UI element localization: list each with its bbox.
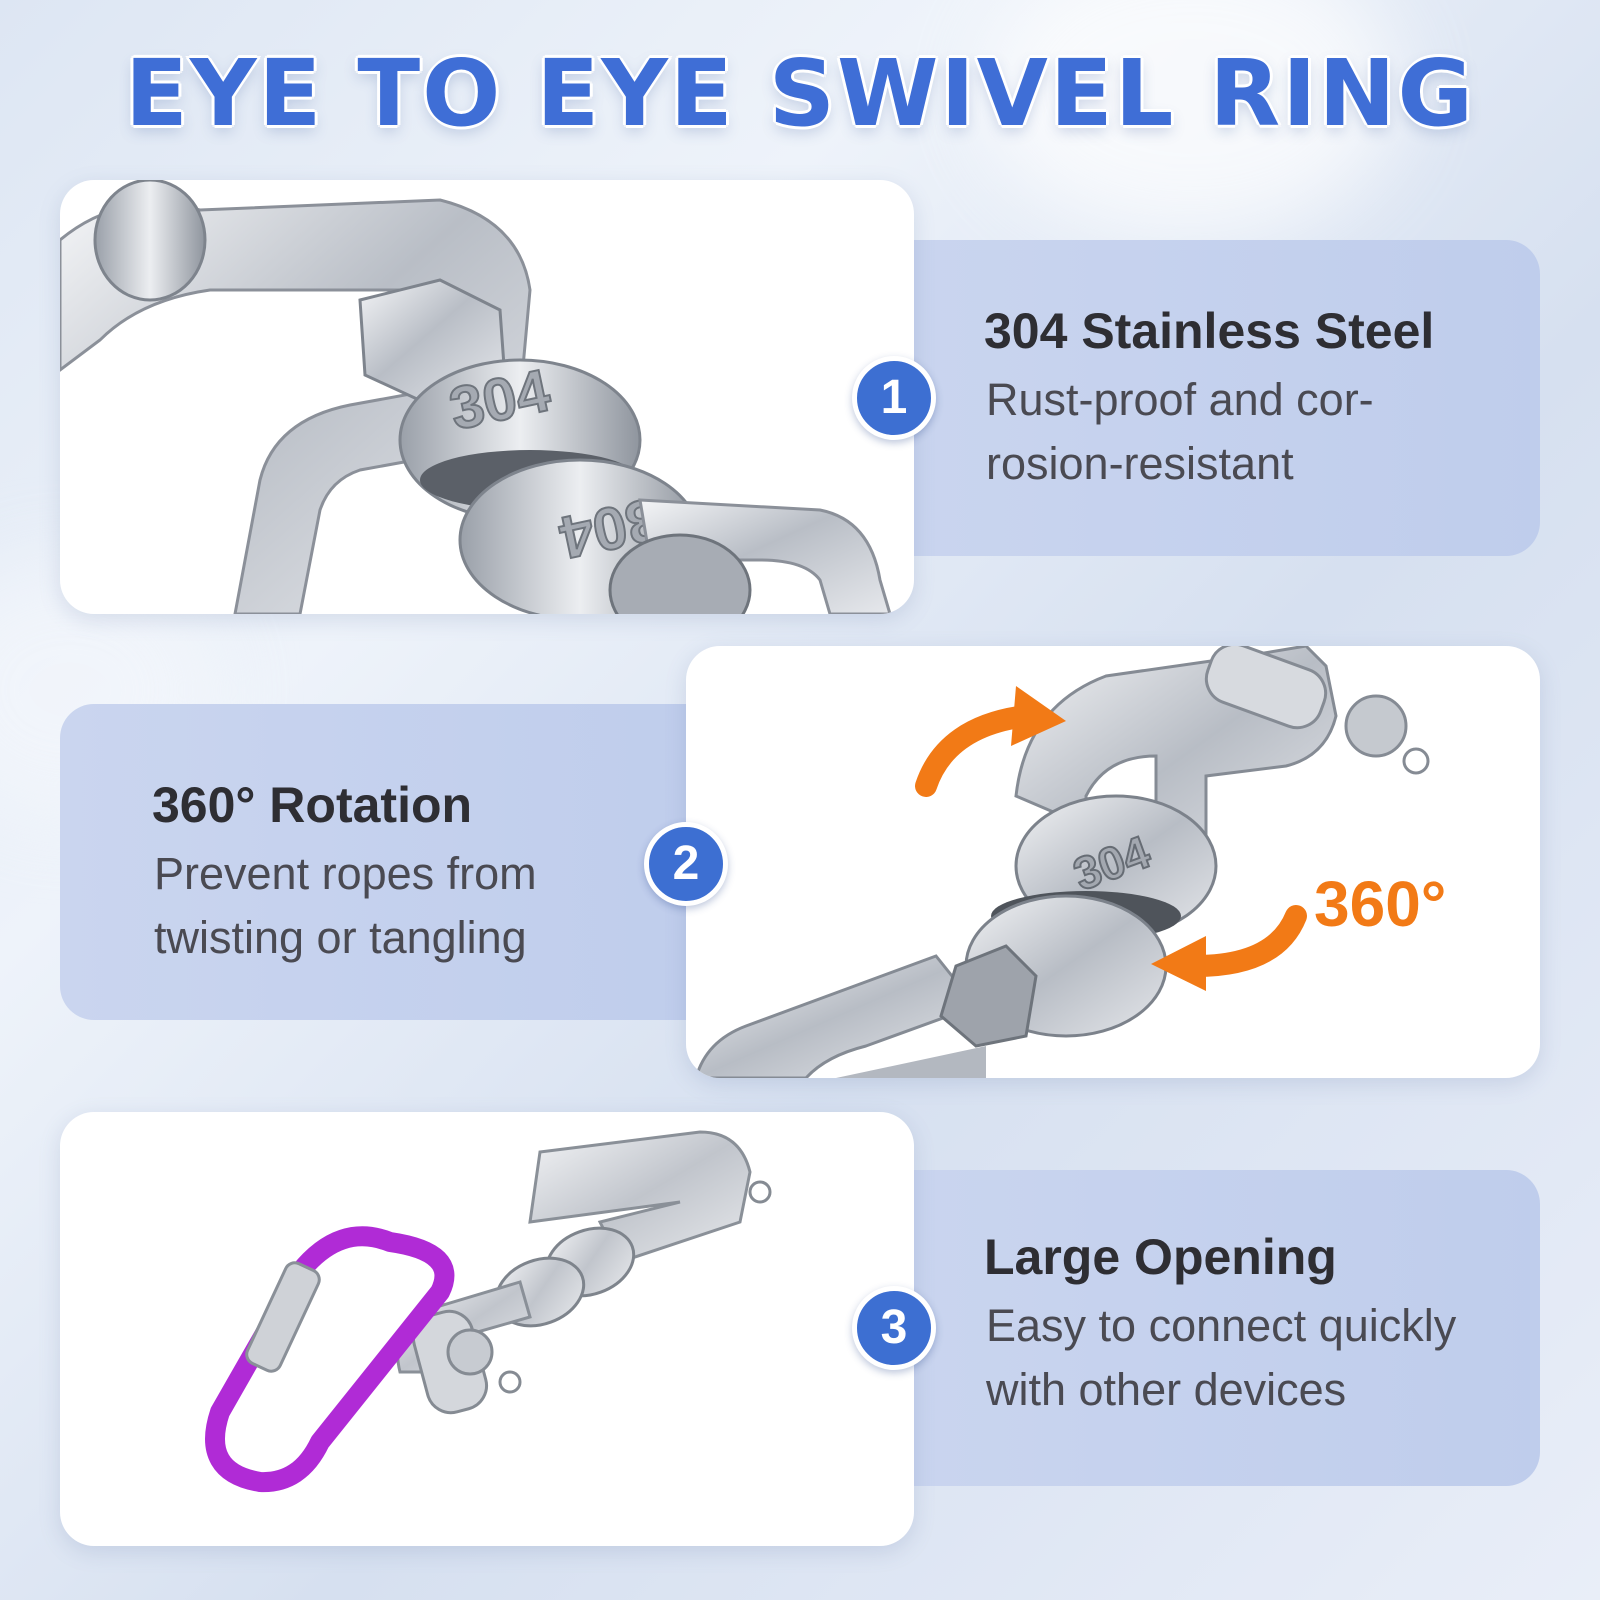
feature-desc-3-line-2: with other devices bbox=[986, 1364, 1347, 1415]
feature-desc-1-line-2: rosion-resistant bbox=[986, 438, 1294, 489]
rotation-arrow-lower-head bbox=[1151, 936, 1206, 991]
image-card-steel-closeup: 304 304 bbox=[60, 180, 914, 614]
carabiner-body bbox=[205, 1226, 455, 1493]
feature-title-1: 304 Stainless Steel bbox=[984, 303, 1435, 359]
page-title: EYE TO EYE SWIVEL RING bbox=[123, 38, 1475, 149]
feature-number-badge-2: 2 bbox=[644, 822, 728, 906]
feature-desc-3-line-1: Easy to connect quickly bbox=[986, 1300, 1457, 1351]
image-card-carabiner bbox=[60, 1112, 914, 1546]
feature-title-3: Large Opening bbox=[984, 1229, 1337, 1285]
swivel-rotation-image: 304 360° bbox=[694, 646, 1446, 1078]
feature-desc-1: Rust-proof and cor- rosion-resistant bbox=[986, 368, 1546, 496]
feature-panel-2 bbox=[60, 704, 720, 1020]
feature-panel-1 bbox=[880, 240, 1540, 556]
swivel-with-carabiner-image bbox=[205, 1130, 772, 1493]
rotation-arrow-lower bbox=[1185, 905, 1307, 977]
feature-number-badge-3: 3 bbox=[852, 1286, 936, 1370]
feature-number-badge-1: 1 bbox=[852, 356, 936, 440]
rotation-degree-label: 360° bbox=[1314, 868, 1446, 940]
carabiner-lock-sleeve bbox=[245, 1261, 321, 1373]
feature-title-2: 360° Rotation bbox=[152, 777, 473, 833]
feature-desc-2: Prevent ropes from twisting or tangling bbox=[154, 842, 714, 970]
feature-desc-2-line-2: twisting or tangling bbox=[154, 912, 527, 963]
feature-desc-2-line-1: Prevent ropes from bbox=[154, 848, 537, 899]
background-glow bbox=[980, 0, 1400, 240]
image-card-rotation: 304 360° bbox=[686, 646, 1540, 1078]
swivel-closeup-image: 304 304 bbox=[60, 180, 892, 614]
rotation-arrow-upper bbox=[915, 705, 1037, 797]
feature-desc-1-line-1: Rust-proof and cor- bbox=[986, 374, 1374, 425]
feature-desc-3: Easy to connect quickly with other devic… bbox=[986, 1294, 1546, 1422]
feature-panel-3 bbox=[880, 1170, 1540, 1486]
rotation-arrow-upper-head bbox=[1011, 686, 1066, 746]
